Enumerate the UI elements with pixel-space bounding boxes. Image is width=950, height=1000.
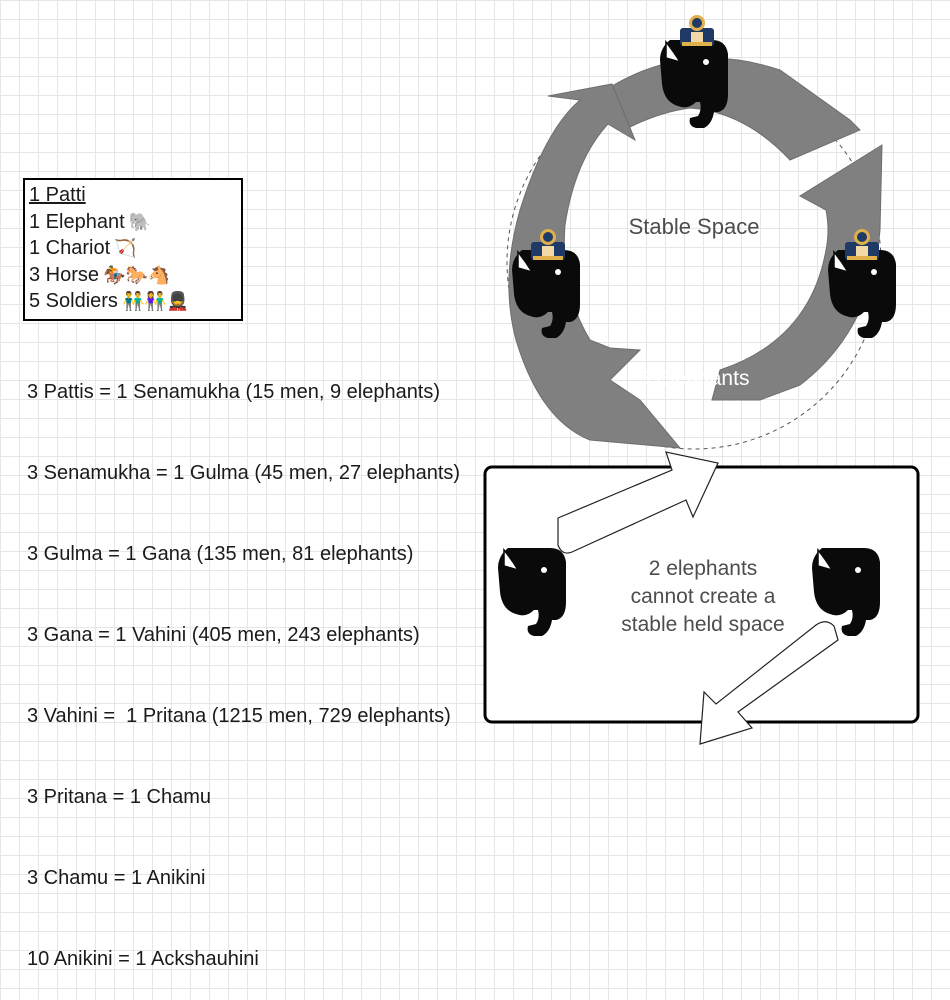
legend-item: 1 Chariot🏹 [29, 235, 241, 262]
patti-title: 1 Patti [29, 184, 86, 206]
two-elephants-line: 2 elephants [648, 557, 758, 580]
diagram-canvas [483, 15, 920, 745]
rider-top-icon [680, 15, 714, 46]
equation-line: 3 Pattis = 1 Senamukha (15 men, 9 elepha… [27, 381, 441, 403]
equation-line: 10 Anikini = 1 Ackshauhini [27, 948, 259, 970]
legend-item: 5 Soldiers👬👫💂 [29, 288, 241, 315]
outward-arrow-up [557, 451, 719, 554]
equation-line: 3 Pritana = 1 Chamu [27, 786, 211, 808]
equation-line: 3 Gulma = 1 Gana (135 men, 81 elephants) [27, 543, 414, 565]
stable-space-label: Stable Space [628, 214, 760, 239]
legend-item-text: 1 Elephant [29, 210, 125, 233]
two-elephants-line: stable held space [621, 613, 785, 636]
soldiers-emoji-icon: 👬👫💂 [121, 291, 190, 311]
three-elephants-label: 3 Elephants [638, 367, 750, 390]
legend-item-text: 1 Chariot [29, 237, 111, 259]
elephant-emoji-icon: 🐘 [128, 211, 152, 232]
legend-item-text: 5 Soldiers [29, 290, 118, 312]
legend-item: 3 Horse🏇🐎🐴 [29, 262, 241, 289]
cycle-arrow-top [611, 57, 861, 161]
bow-emoji-icon: 🏹 [114, 238, 137, 258]
two-elephants-label: 2 elephants cannot create a stable held … [598, 555, 808, 639]
equation-line: 3 Chamu = 1 Anikini [27, 867, 206, 889]
patti-legend-box: 1 Patti 1 Elephant🐘 1 Chariot🏹 3 Horse🏇🐎… [23, 178, 243, 321]
horse-emoji-icon: 🏇🐎🐴 [103, 264, 171, 285]
legend-item: 1 Elephant🐘 [29, 209, 241, 236]
outward-arrow-down [699, 621, 839, 745]
elephant-top-icon [659, 39, 729, 129]
two-elephants-line: cannot create a [630, 585, 776, 608]
equation-list: 3 Pattis = 1 Senamukha (15 men, 9 elepha… [27, 325, 460, 1000]
equation-line: 3 Gana = 1 Vahini (405 men, 243 elephant… [27, 624, 420, 646]
equation-line: 3 Vahini = 1 Pritana (1215 men, 729 elep… [27, 705, 451, 727]
equation-line: 3 Senamukha = 1 Gulma (45 men, 27 elepha… [27, 462, 461, 484]
legend-item-text: 3 Horse [29, 263, 100, 286]
